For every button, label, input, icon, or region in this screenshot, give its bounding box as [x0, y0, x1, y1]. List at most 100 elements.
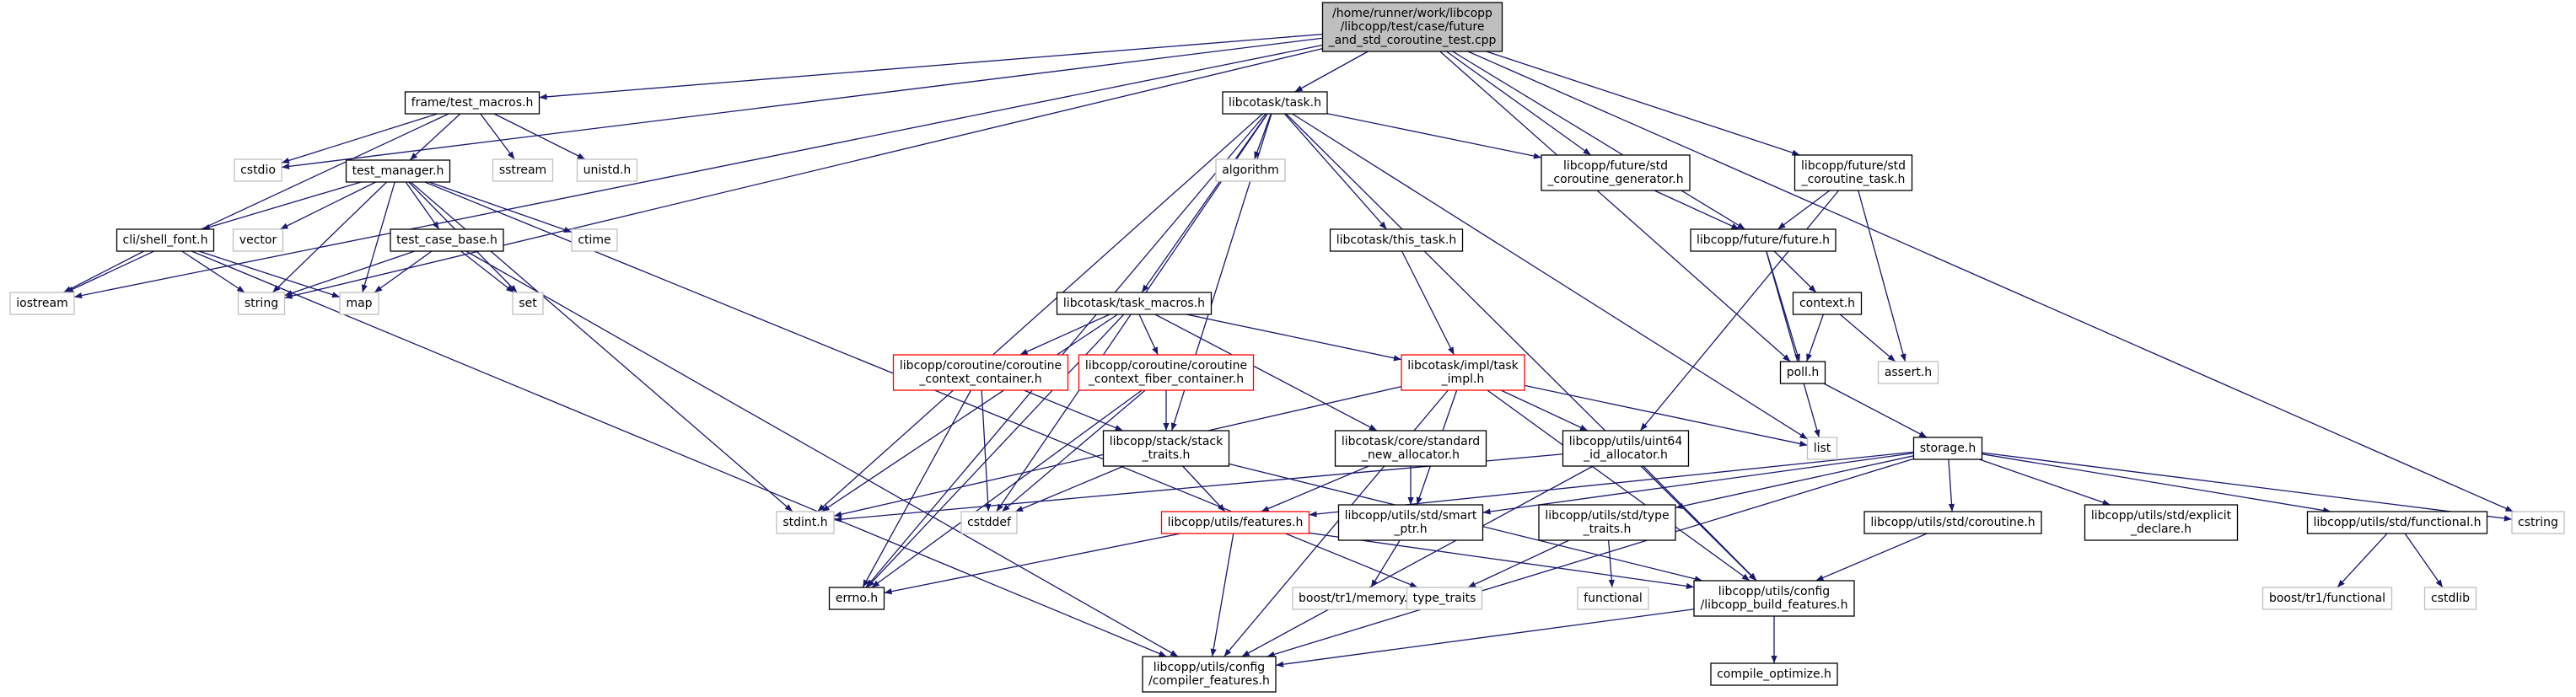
node-shell-font[interactable]: cli/shell_font.h — [116, 228, 215, 252]
node-functional-std[interactable]: libcopp/utils/std/functional.h — [2306, 511, 2488, 534]
node-label-line: algorithm — [1222, 164, 1279, 177]
node-coroutine-fiber-container[interactable]: libcopp/coroutine/coroutine_context_fibe… — [1078, 354, 1255, 391]
node-label: poll.h — [1787, 366, 1820, 379]
node-coroutine-context-container[interactable]: libcopp/coroutine/coroutine_context_cont… — [892, 354, 1069, 391]
node-box — [2423, 587, 2477, 610]
node-label: set — [519, 297, 537, 310]
node-label-line: /home/runner/work/libcopp — [1332, 7, 1492, 20]
node-storage-h[interactable]: storage.h — [1912, 437, 1983, 460]
edge-features-h-to-libcopp-build-features — [1309, 532, 1695, 589]
edge-shell-font-to-iostream — [63, 250, 144, 293]
edge-task-h-to-this-task — [1283, 113, 1388, 230]
node-label: algorithm — [1222, 164, 1279, 177]
node-test-case-base[interactable]: test_case_base.h — [390, 228, 504, 252]
node-label-line: type_traits — [1413, 592, 1476, 605]
node-label-line: boost/tr1/memory.hpp — [1299, 592, 1430, 605]
node-label-line: cstdlib — [2431, 592, 2470, 605]
node-label-line: vector — [239, 233, 277, 247]
node-label-line: libcopp/coroutine/coroutine — [900, 359, 1062, 373]
node-box — [2084, 504, 2239, 541]
node-label-line: errno.h — [836, 592, 878, 605]
edge-root-to-coroutine-task — [1486, 51, 1800, 156]
node-label-line: libcotask/task.h — [1229, 96, 1321, 110]
node-box — [1806, 437, 1838, 460]
node-label: libcopp/utils/std/type_traits.h — [1545, 509, 1669, 536]
node-task-h[interactable]: libcotask/task.h — [1222, 91, 1328, 115]
edge-test-case-base-to-compiler-features — [465, 250, 1179, 657]
node-standard-new-allocator[interactable]: libcotask/core/standard_new_allocator.h — [1334, 430, 1487, 467]
node-label: libcopp/utils/std/smart_ptr.h — [1345, 509, 1477, 536]
node-poll-h[interactable]: poll.h — [1779, 361, 1826, 384]
node-label-line: _declare.h — [2130, 523, 2191, 536]
node-label-line: libcopp/future/future.h — [1697, 233, 1830, 247]
node-iostream: iostream — [9, 292, 75, 315]
node-label: iostream — [16, 297, 68, 310]
node-compiler-features[interactable]: libcopp/utils/config/compiler_features.h — [1142, 656, 1277, 693]
node-label: cstdio — [240, 164, 276, 177]
node-coroutine-generator[interactable]: libcopp/future/std_coroutine_generator.h — [1541, 154, 1691, 191]
node-list: list — [1806, 437, 1838, 460]
node-this-task[interactable]: libcotask/this_task.h — [1329, 228, 1464, 252]
node-smart-ptr[interactable]: libcopp/utils/std/smart_ptr.h — [1337, 504, 1484, 541]
node-compile-optimize[interactable]: compile_optimize.h — [1710, 662, 1838, 686]
edge-features-h-to-errno-h — [884, 533, 1181, 595]
node-label: libcopp/utils/std/explicit_declare.h — [2091, 509, 2232, 536]
node-features-h[interactable]: libcopp/utils/features.h — [1160, 511, 1310, 534]
edge-std-coroutine-to-libcopp-build-features — [1815, 533, 1928, 582]
node-stack-traits[interactable]: libcopp/stack/stack_traits.h — [1102, 430, 1230, 467]
node-libcopp-build-features[interactable]: libcopp/utils/config/libcopp_build_featu… — [1693, 580, 1855, 617]
node-label: stdint.h — [782, 516, 827, 529]
node-uint64-id-allocator[interactable]: libcopp/utils/uint64_id_allocator.h — [1562, 430, 1690, 467]
node-label-line: /libcopp_build_features.h — [1700, 598, 1847, 612]
node-box — [1912, 437, 1983, 460]
node-label: frame/test_macros.h — [411, 96, 534, 110]
node-ctime: ctime — [571, 228, 618, 252]
node-label-line: libcopp/future/std — [1801, 159, 1906, 173]
node-label: cstring — [2518, 516, 2558, 529]
node-box — [1693, 580, 1855, 617]
node-label: vector — [239, 233, 277, 247]
edge-test-manager-to-shell-font — [202, 181, 362, 230]
node-label: test_case_base.h — [396, 233, 497, 247]
node-std-coroutine[interactable]: libcopp/utils/std/coroutine.h — [1863, 511, 2042, 534]
edge-task-h-to-task-macros — [1141, 113, 1268, 293]
edge-uint64-id-allocator-to-libcopp-build-features — [1643, 465, 1757, 582]
node-label-line: iostream — [16, 297, 68, 310]
edge-test-manager-to-vector — [280, 181, 376, 230]
edge-coroutine-context-container-to-errno-h — [862, 389, 972, 588]
node-sstream: sstream — [492, 158, 554, 182]
edge-root-to-string — [284, 47, 1323, 299]
node-task-impl[interactable]: libcotask/impl/task_impl.h — [1401, 354, 1525, 391]
edge-functional-std-to-cstdlib — [2404, 533, 2444, 588]
node-cstddef: cstddef — [960, 511, 1018, 534]
node-type-traits-std[interactable]: libcopp/utils/std/type_traits.h — [1538, 504, 1676, 541]
node-box — [1142, 656, 1277, 693]
node-future-h[interactable]: libcopp/future/future.h — [1690, 228, 1837, 252]
edge-task-macros-to-coroutine-context-container — [1019, 314, 1111, 356]
node-type-traits: type_traits — [1406, 587, 1483, 610]
edge-shell-font-to-string — [181, 250, 245, 293]
node-label: sstream — [499, 164, 546, 177]
node-label-line: boost/tr1/functional — [2269, 592, 2385, 605]
node-label-line: _context_fiber_container.h — [1088, 373, 1244, 386]
node-label: /home/runner/work/libcopp/libcopp/test/c… — [1328, 7, 1497, 47]
node-label-line: _ptr.h — [1393, 523, 1427, 536]
node-coroutine-task[interactable]: libcopp/future/std_coroutine_task.h — [1794, 154, 1913, 191]
node-label-line: _coroutine_generator.h — [1546, 173, 1683, 186]
edge-type-traits-std-to-functional — [1607, 539, 1615, 588]
node-label: map — [346, 297, 372, 310]
node-task-macros[interactable]: libcotask/task_macros.h — [1056, 292, 1213, 315]
edge-storage-h-to-compiler-features — [1266, 458, 1914, 657]
node-test-macros[interactable]: frame/test_macros.h — [404, 91, 540, 115]
node-box — [828, 587, 885, 610]
node-box — [960, 511, 1018, 534]
node-label: assert.h — [1885, 366, 1932, 379]
node-test-manager[interactable]: test_manager.h — [345, 159, 451, 183]
edge-test-manager-to-ctime — [428, 181, 573, 233]
node-explicit-declare[interactable]: libcopp/utils/std/explicit_declare.h — [2084, 504, 2239, 541]
node-label-line: cstddef — [967, 516, 1012, 529]
edge-task-macros-to-standard-new-allocator — [1154, 314, 1378, 432]
node-errno-h[interactable]: errno.h — [828, 587, 885, 610]
node-context-h[interactable]: context.h — [1792, 292, 1863, 315]
